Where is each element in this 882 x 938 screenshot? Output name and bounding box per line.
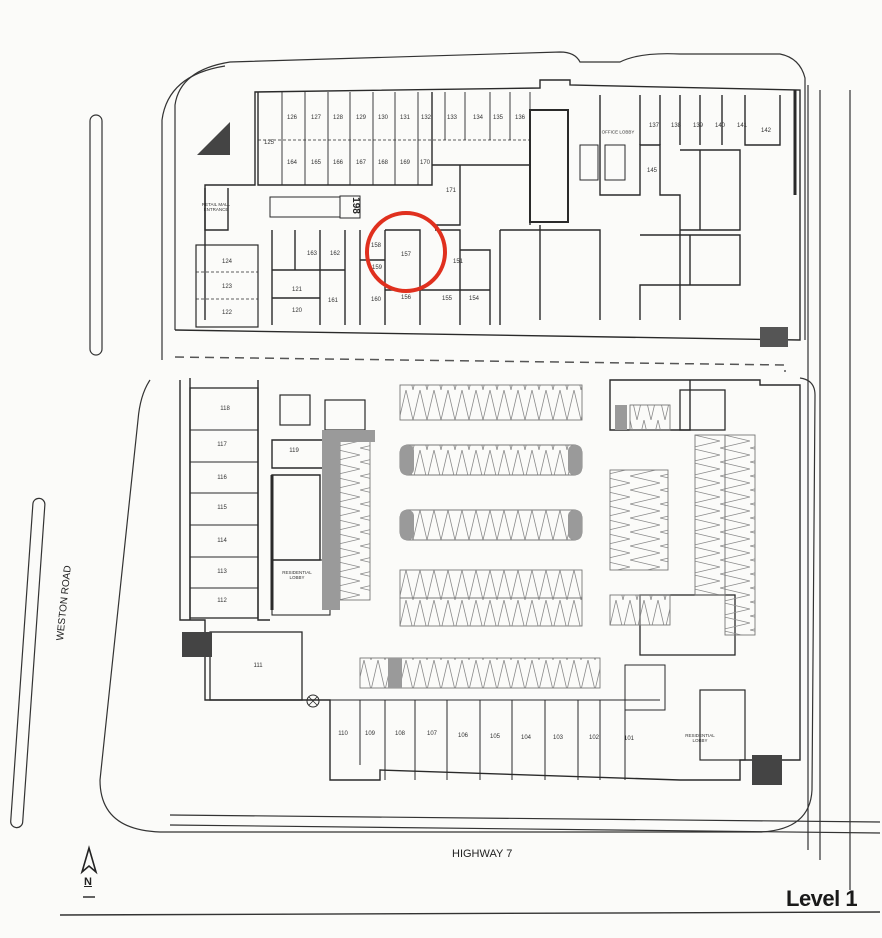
unit-label[interactable]: 156 <box>400 295 412 301</box>
area-label-retail-mall-entrance: RETAIL MALL ENTRANCE <box>201 202 231 212</box>
unit-label[interactable]: 111 <box>253 663 263 669</box>
unit-label[interactable]: 162 <box>329 251 341 257</box>
highlight-circle <box>365 211 447 293</box>
unit-label[interactable]: 120 <box>291 308 303 314</box>
unit-label[interactable]: 126 <box>286 115 298 121</box>
unit-label[interactable]: 129 <box>355 115 367 121</box>
unit-label[interactable]: 117 <box>217 442 227 448</box>
unit-label[interactable]: 161 <box>327 298 339 304</box>
north-building <box>174 79 801 341</box>
shaded-areas <box>322 405 627 688</box>
unit-label[interactable]: 135 <box>492 115 504 121</box>
unit-label[interactable]: 138 <box>670 123 682 129</box>
driveway-centreline <box>174 356 786 372</box>
unit-label[interactable]: 140 <box>714 123 726 129</box>
area-label-residential-lobby-west: RESIDENTIAL LOBBY <box>282 570 312 580</box>
unit-label[interactable]: 115 <box>217 505 227 511</box>
area-label-residential-lobby-east: RESIDENTIAL LOBBY <box>685 733 715 743</box>
unit-label[interactable]: 112 <box>217 598 227 604</box>
shaded-pad-sw <box>182 632 212 657</box>
unit-label[interactable]: 113 <box>217 569 227 575</box>
unit-label[interactable]: 136 <box>514 115 526 121</box>
unit-label[interactable]: 141 <box>736 123 748 129</box>
unit-label[interactable]: 166 <box>332 160 344 166</box>
unit-label[interactable]: 102 <box>588 735 600 741</box>
unit-label[interactable]: 132 <box>420 115 432 121</box>
shaded-pad-se <box>752 755 782 785</box>
unit-198: 198 <box>349 197 361 214</box>
unit-label[interactable]: 168 <box>377 160 389 166</box>
unit-label[interactable]: 121 <box>291 287 303 293</box>
unit-label[interactable]: 128 <box>332 115 344 121</box>
road-label-highway-7: HIGHWAY 7 <box>452 848 513 860</box>
shaded-pad-ne <box>760 327 788 347</box>
level-title: Level 1 <box>786 886 858 911</box>
unit-label[interactable]: 130 <box>377 115 389 121</box>
unit-label-157-highlighted[interactable]: 157 <box>400 252 412 258</box>
unit-label[interactable]: 155 <box>441 296 453 302</box>
unit-label[interactable]: 133 <box>446 115 458 121</box>
unit-label[interactable]: 165 <box>310 160 322 166</box>
south-building <box>179 378 801 781</box>
unit-label[interactable]: 104 <box>520 735 532 741</box>
unit-label[interactable]: 118 <box>220 406 230 412</box>
unit-label[interactable]: 131 <box>399 115 411 121</box>
unit-label[interactable]: 106 <box>457 733 469 739</box>
unit-label[interactable]: 159 <box>371 265 383 271</box>
unit-label[interactable]: 145 <box>646 168 658 174</box>
unit-label[interactable]: 164 <box>286 160 298 166</box>
unit-label[interactable]: 122 <box>221 310 233 316</box>
unit-label[interactable]: 167 <box>355 160 367 166</box>
unit-label[interactable]: 110 <box>338 731 348 737</box>
site-roads <box>10 51 881 916</box>
unit-label[interactable]: 109 <box>364 731 376 737</box>
unit-label[interactable]: 139 <box>692 123 704 129</box>
unit-label[interactable]: 114 <box>217 538 227 544</box>
unit-label[interactable]: 103 <box>552 735 564 741</box>
unit-label[interactable]: 142 <box>760 128 772 134</box>
unit-label[interactable]: 108 <box>394 731 406 737</box>
unit-label[interactable]: 101 <box>623 736 635 742</box>
unit-label[interactable]: 107 <box>426 731 438 737</box>
north-arrow-icon <box>80 845 98 875</box>
unit-label[interactable]: 163 <box>306 251 318 257</box>
unit-label[interactable]: 151 <box>452 259 464 265</box>
north-label: N <box>84 876 92 888</box>
area-label-office-lobby: OFFICE LOBBY <box>601 129 635 135</box>
unit-label[interactable]: 127 <box>310 115 322 121</box>
unit-label[interactable]: 119 <box>289 448 299 454</box>
unit-label[interactable]: 137 <box>648 123 660 129</box>
unit-label[interactable]: 169 <box>399 160 411 166</box>
unit-label[interactable]: 125 <box>263 140 275 146</box>
unit-label[interactable]: 154 <box>468 296 480 302</box>
unit-label[interactable]: 158 <box>370 243 382 249</box>
unit-label[interactable]: 171 <box>445 188 457 194</box>
unit-label[interactable]: 170 <box>419 160 431 166</box>
unit-label[interactable]: 123 <box>221 284 233 290</box>
unit-label[interactable]: 160 <box>370 297 382 303</box>
landscape-triangle-nw <box>197 122 230 155</box>
unit-label[interactable]: 105 <box>489 734 501 740</box>
unit-label[interactable]: 134 <box>472 115 484 121</box>
unit-label[interactable]: 124 <box>221 259 233 265</box>
unit-label[interactable]: 116 <box>217 475 227 481</box>
